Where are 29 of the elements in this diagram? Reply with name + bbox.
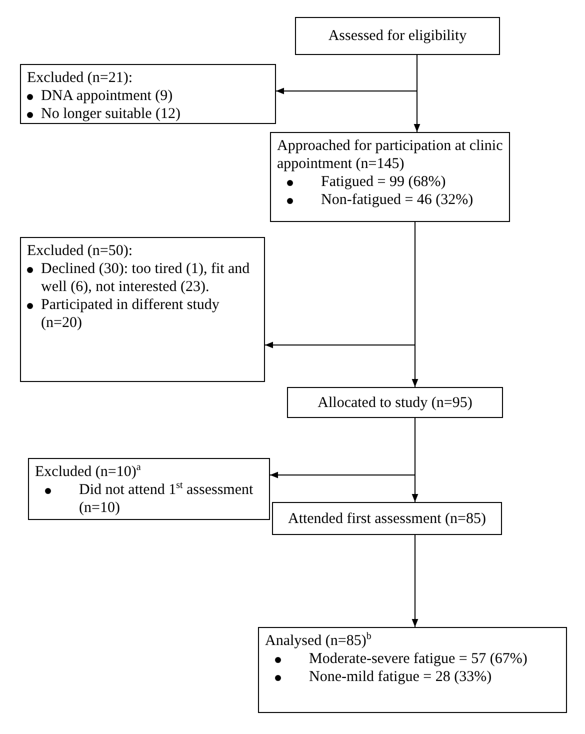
arrow	[412, 534, 418, 628]
process-box	[287, 387, 503, 418]
list-item-text: Non-fatigued = 46 (32%)	[321, 192, 474, 208]
process-box	[270, 132, 510, 222]
list-item-text: Participated in different study (n=20)	[41, 297, 220, 331]
process-box	[295, 17, 500, 55]
process-box	[20, 237, 265, 382]
list-item-text: DNA appointment (9)	[41, 88, 173, 104]
process-box	[28, 458, 270, 520]
arrow	[270, 418, 416, 478]
box-heading: Excluded (n=50):	[27, 242, 134, 260]
arrow	[276, 54, 418, 94]
process-box	[258, 627, 567, 713]
process-box	[272, 502, 502, 535]
process-box	[20, 64, 276, 124]
list-item-text: Moderate-severe fatigue = 57 (67%)	[309, 651, 528, 667]
box-text: Allocated to study (n=95)	[318, 394, 472, 412]
box-heading: Approached for participation at clinic appointment (n=145)	[277, 137, 503, 173]
list-item-text: Declined (30): too tired (1), fit and well (6), not interested (23).	[41, 261, 250, 295]
arrow	[264, 222, 416, 348]
list-item-text: None-mild fatigue = 28 (33%)	[309, 669, 492, 685]
list-item-text: Did not attend 1$^{st}$ assessment (n=10)	[79, 482, 254, 516]
list-item-text: No longer suitable (12)	[41, 106, 181, 122]
box-heading: Excluded (n=10)$^{a}$	[35, 463, 142, 481]
list-item-text: Fatigued = 99 (68%)	[321, 174, 446, 190]
box-text: Attended first assessment (n=85)	[288, 510, 486, 528]
box-text: Assessed for eligibility	[328, 27, 467, 45]
box-heading: Analysed (n=85)$^{b}$	[265, 632, 372, 650]
box-heading: Excluded (n=21):	[27, 69, 134, 87]
